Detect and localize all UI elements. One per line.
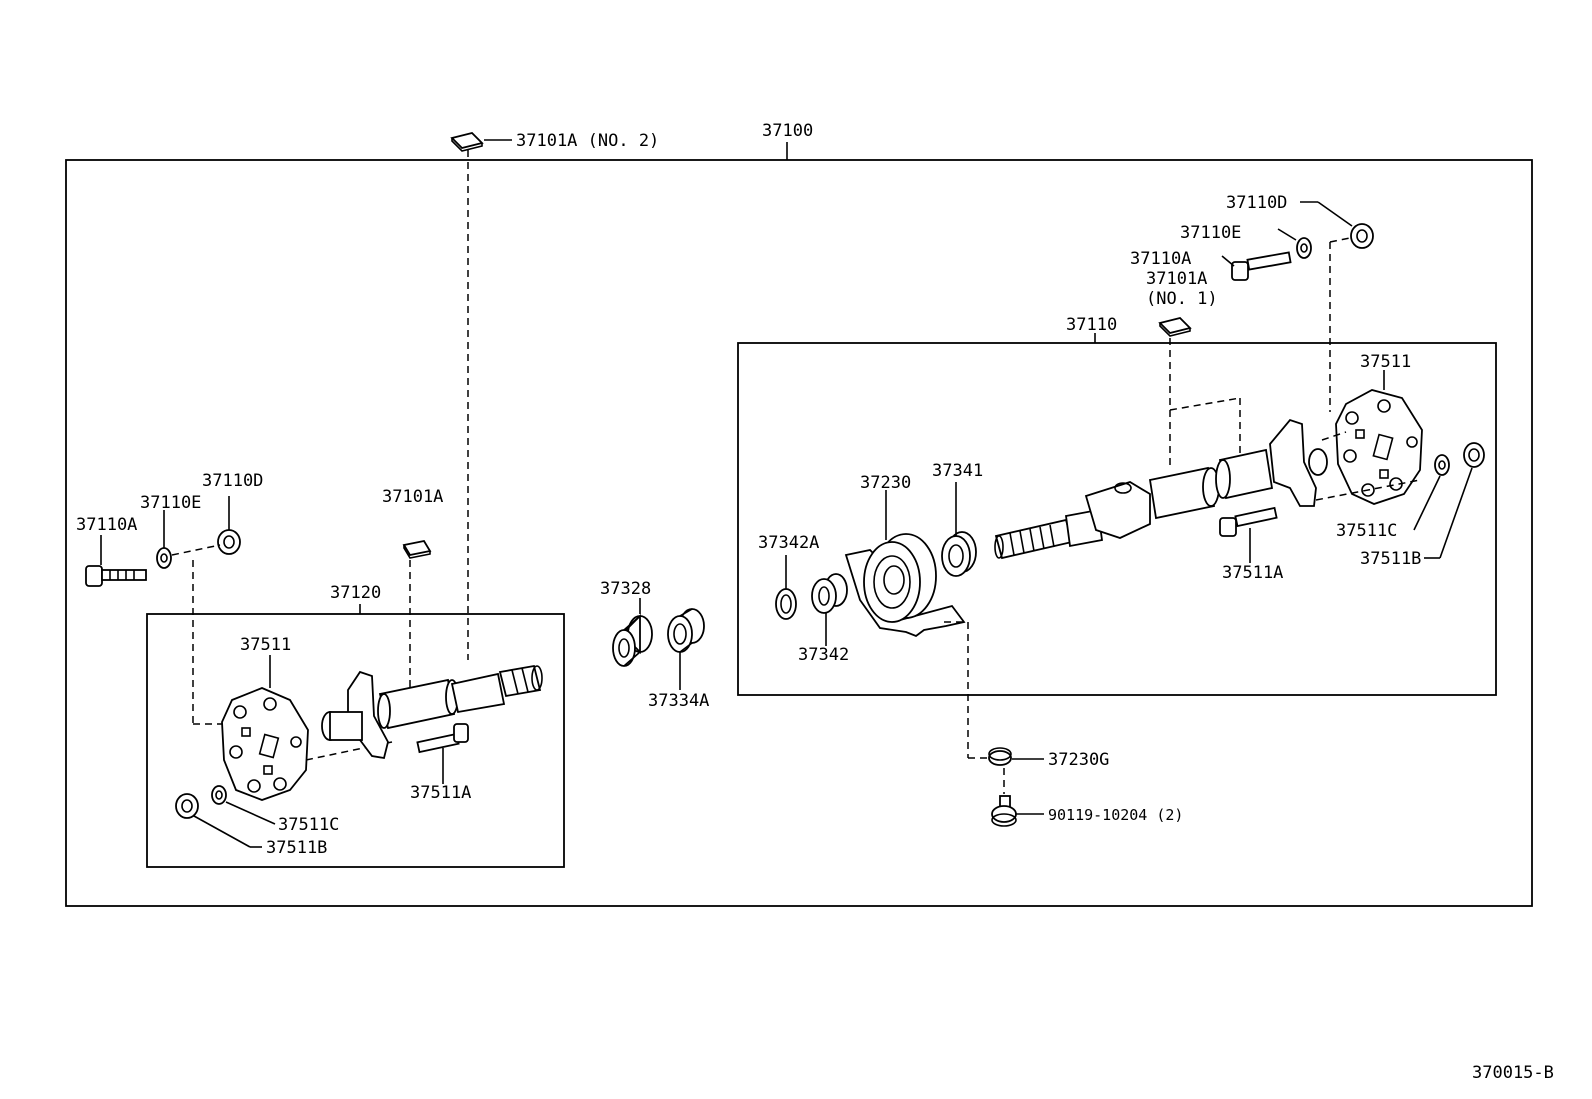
rear-shaft-icon xyxy=(994,418,1328,560)
bolt-left-icon xyxy=(85,565,147,587)
front-washer-icon xyxy=(402,539,432,559)
label-joint-bolt-rear: 37511A xyxy=(1222,563,1283,583)
rear-joint-nut-icon xyxy=(1463,442,1485,468)
label-joint-washer-front: 37511C xyxy=(278,815,339,835)
rear-joint-bolt-icon xyxy=(1219,506,1278,537)
label-joint-nut-rear: 37511B xyxy=(1360,549,1421,569)
front-joint-washer-icon xyxy=(211,785,227,805)
label-joint-rear: 37511 xyxy=(1360,352,1411,372)
assembly-frame xyxy=(65,159,1533,907)
label-assembly: 37100 xyxy=(762,121,813,141)
front-shaft-frame xyxy=(146,613,565,868)
rear-joint-washer-icon xyxy=(1434,454,1450,476)
label-joint-front: 37511 xyxy=(240,635,291,655)
bolt-right-icon xyxy=(1231,251,1292,281)
rear-washer-no1-icon xyxy=(1158,317,1192,337)
bracket-bolt-icon xyxy=(991,795,1017,827)
dust-cover-a-icon xyxy=(775,588,797,620)
diagram-id: 370015-B xyxy=(1472,1063,1554,1083)
label-dust-cover: 37342 xyxy=(798,645,849,665)
dust-cover-icon xyxy=(811,573,848,614)
label-bolt-right: 37110A xyxy=(1130,249,1191,269)
label-center-bearing: 37230 xyxy=(860,473,911,493)
label-nut-left: 37110D xyxy=(202,471,263,491)
washer-no2-icon xyxy=(450,132,484,152)
nut-right-icon xyxy=(1350,223,1374,249)
rear-shaft-frame xyxy=(737,342,1497,696)
label-seal: 37334A xyxy=(648,691,709,711)
label-washer-front: 37101A xyxy=(382,487,443,507)
label-washer-no1-b: (NO. 1) xyxy=(1146,289,1218,309)
bearing-icon xyxy=(941,531,977,577)
front-flex-joint-icon xyxy=(221,687,309,801)
center-bearing-icon xyxy=(844,533,966,638)
label-bearing: 37341 xyxy=(932,461,983,481)
label-shaft-rear: 37110 xyxy=(1066,315,1117,335)
label-joint-nut-front: 37511B xyxy=(266,838,327,858)
label-nut-right: 37110D xyxy=(1226,193,1287,213)
label-joint-washer-rear: 37511C xyxy=(1336,521,1397,541)
front-joint-bolt-icon xyxy=(416,723,469,754)
washer-left-icon xyxy=(156,547,172,569)
front-shaft-icon xyxy=(321,664,543,760)
rear-flex-joint-icon xyxy=(1335,389,1423,505)
label-bracket-bolt: 90119-10204 (2) xyxy=(1048,806,1183,824)
bracket-nut-icon xyxy=(988,747,1012,766)
seal-icon xyxy=(667,608,705,653)
slide-yoke-icon xyxy=(612,613,653,667)
label-shaft-front: 37120 xyxy=(330,583,381,603)
nut-left-icon xyxy=(217,529,241,555)
label-joint-bolt-front: 37511A xyxy=(410,783,471,803)
label-washer-right: 37110E xyxy=(1180,223,1241,243)
label-washer-no1-a: 37101A xyxy=(1146,269,1207,289)
front-joint-nut-icon xyxy=(175,793,199,819)
label-bracket-nut: 37230G xyxy=(1048,750,1109,770)
label-slide-yoke: 37328 xyxy=(600,579,651,599)
label-bolt-left: 37110A xyxy=(76,515,137,535)
label-dust-cover-a: 37342A xyxy=(758,533,819,553)
washer-right-icon xyxy=(1296,237,1312,259)
label-washer-left: 37110E xyxy=(140,493,201,513)
label-washer-no2: 37101A (NO. 2) xyxy=(516,131,659,151)
